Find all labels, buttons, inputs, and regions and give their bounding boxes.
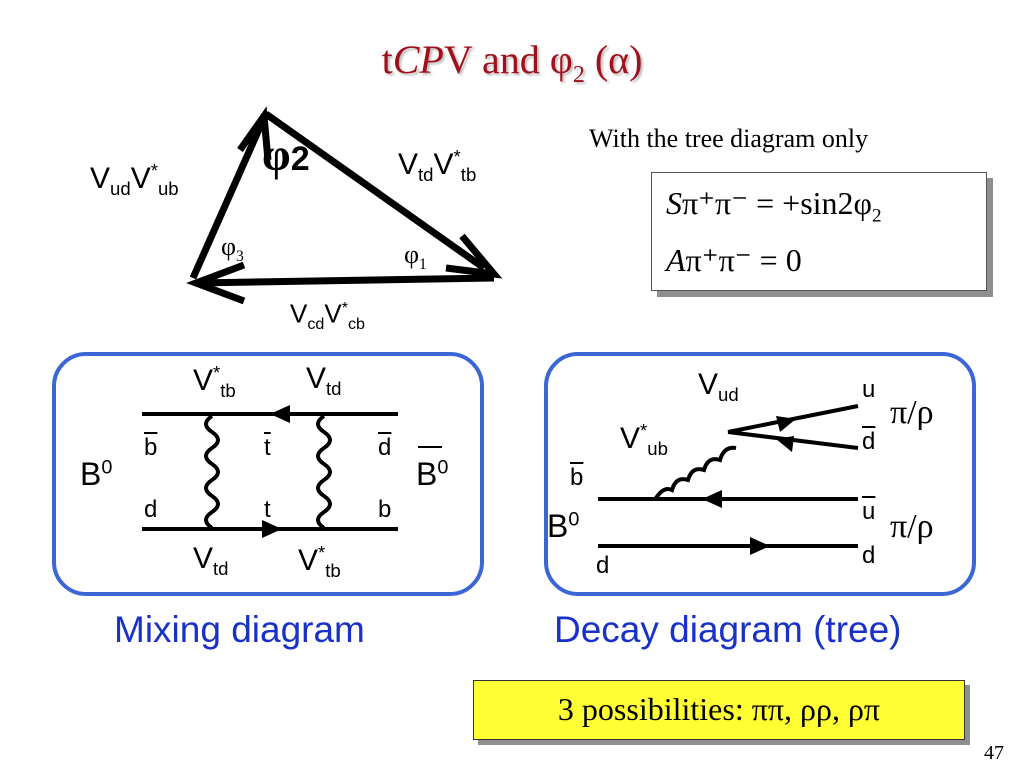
decay-arrow-b	[702, 490, 722, 508]
mixing-bottom-arrow	[262, 520, 282, 538]
mixing-diagram-box	[52, 352, 484, 596]
triangle-side-right	[263, 111, 487, 271]
vud-vub-label: VudV*ub	[90, 160, 179, 199]
possibilities-box: 3 possibilities: ππ, ρρ, ρπ	[473, 680, 965, 740]
b0bar-right: B0	[416, 456, 449, 492]
arrowhead-left	[237, 106, 272, 161]
slide-title: tCPV and φ2 (α)	[381, 37, 643, 88]
decay-diagram-box	[544, 352, 976, 596]
mixing-quark-bbar: b	[144, 434, 158, 461]
formula-box: Sπ⁺π⁻ = +sin2φ2 Aπ⁺π⁻ = 0	[651, 172, 987, 291]
triangle-side-bottom	[195, 274, 495, 287]
mixing-vtb-bottom: V*tb	[298, 542, 341, 581]
decay-quark-u: u	[862, 376, 876, 403]
mixing-w-propagator-left	[204, 414, 220, 530]
decay-pi-rho-top: π/ρ	[890, 394, 934, 431]
decay-w-propagator	[654, 445, 737, 500]
decay-quark-d: d	[596, 552, 610, 579]
vtd-vtb-label: VtdV*tb	[398, 146, 477, 185]
decay-caption: Decay diagram (tree)	[554, 609, 902, 650]
decay-vud: Vud	[698, 368, 739, 405]
b0-left: B0	[80, 456, 113, 492]
decay-b0: B0	[547, 508, 580, 544]
phi2-label: φ2	[262, 129, 310, 180]
decay-pi-rho-bottom: π/ρ	[890, 508, 934, 545]
mixing-vtd-top: Vtd	[306, 362, 342, 399]
mixing-quark-t: t	[264, 496, 271, 523]
decay-quark-bbar: b	[570, 464, 584, 491]
mixing-vtd-bottom: Vtd	[193, 542, 229, 579]
mixing-quark-d: d	[144, 496, 158, 523]
formula-s: Sπ⁺π⁻ = +sin2φ2	[666, 185, 882, 227]
arrowhead-bottom	[186, 261, 246, 305]
decay-arrow-u	[776, 416, 796, 432]
vcd-vcb-label: VcdV*cb	[290, 298, 365, 333]
decay-quark-d2: d	[862, 542, 876, 569]
mixing-quark-b: b	[378, 496, 392, 523]
phi3-label: φ3	[221, 232, 244, 266]
triangle-side-left	[189, 116, 268, 280]
page-number: 47	[984, 742, 1004, 764]
mixing-quark-dbar: d	[378, 434, 392, 461]
tree-diagram-note: With the tree diagram only	[589, 124, 869, 153]
decay-vub: V*ub	[620, 420, 668, 459]
formula-a: Aπ⁺π⁻ = 0	[666, 242, 802, 279]
mixing-caption: Mixing diagram	[114, 609, 365, 650]
decay-quark-ubar: u	[862, 498, 876, 525]
mixing-quark-tbar: t	[264, 434, 271, 461]
mixing-top-arrow	[270, 405, 290, 423]
mixing-w-propagator-right	[316, 414, 332, 530]
decay-quark-dbar: d	[862, 428, 876, 455]
mixing-vtb-top: V*tb	[193, 362, 236, 401]
phi1-label: φ1	[404, 240, 427, 274]
arrowhead-right	[445, 233, 503, 279]
decay-arrow-dbar	[776, 436, 794, 452]
decay-arrow-d	[750, 537, 770, 555]
